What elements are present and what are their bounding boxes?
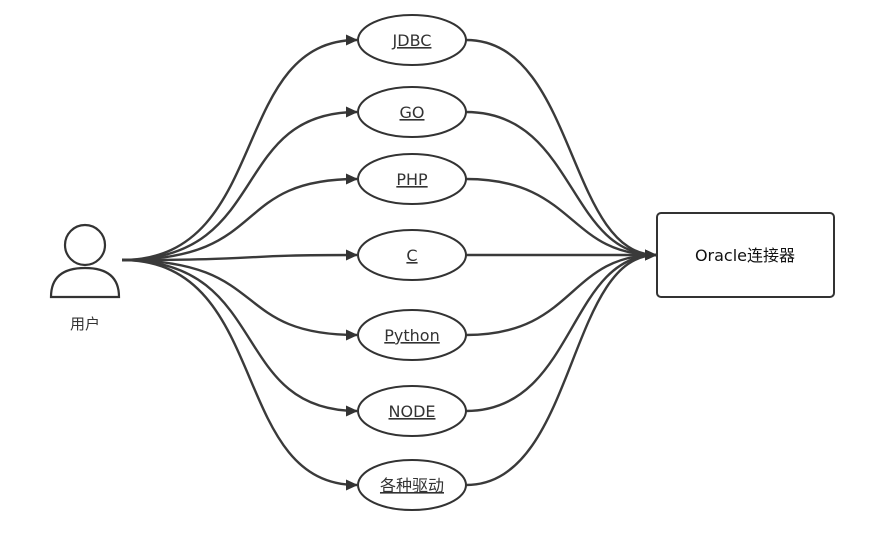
driver-node-php[interactable]: PHP bbox=[357, 153, 467, 205]
oracle-connector-label: Oracle连接器 bbox=[695, 246, 795, 265]
edge-user-to-driver bbox=[121, 258, 358, 491]
edge-user-to-driver bbox=[121, 249, 358, 262]
driver-label: GO bbox=[400, 103, 425, 122]
driver-node-node[interactable]: NODE bbox=[357, 385, 467, 437]
driver-label: 各种驱动 bbox=[380, 476, 444, 495]
driver-label: C bbox=[406, 246, 417, 265]
driver-label: NODE bbox=[389, 402, 436, 421]
driver-node-go[interactable]: GO bbox=[357, 86, 467, 138]
edge-driver-to-connector bbox=[465, 110, 657, 261]
edge-driver-to-connector bbox=[465, 177, 657, 261]
driver-node-c[interactable]: C bbox=[357, 229, 467, 281]
edge-driver-to-connector bbox=[465, 249, 657, 337]
edge-driver-to-connector bbox=[465, 249, 657, 487]
driver-node-jdbc[interactable]: JDBC bbox=[357, 14, 467, 66]
driver-nodes: JDBC GO PHP C Python NODE 各种驱动 bbox=[357, 14, 467, 511]
edge-user-to-driver bbox=[121, 34, 358, 262]
edge-user-to-driver bbox=[121, 258, 358, 417]
edge-user-to-driver bbox=[121, 106, 358, 262]
driver-label: PHP bbox=[396, 170, 428, 189]
edge-driver-to-connector bbox=[465, 38, 657, 261]
driver-node-python[interactable]: Python bbox=[357, 309, 467, 361]
user-actor[interactable]: 用户 bbox=[49, 223, 121, 333]
edge-driver-to-connector bbox=[465, 249, 657, 413]
oracle-connector-box[interactable]: Oracle连接器 bbox=[656, 212, 835, 298]
driver-label: Python bbox=[384, 326, 439, 345]
edge-user-to-driver bbox=[121, 173, 358, 262]
driver-node-various[interactable]: 各种驱动 bbox=[357, 459, 467, 511]
user-icon bbox=[49, 223, 121, 299]
edge-user-to-driver bbox=[121, 258, 358, 341]
edges bbox=[121, 34, 657, 491]
driver-label: JDBC bbox=[392, 31, 432, 50]
user-label: 用户 bbox=[70, 315, 100, 333]
